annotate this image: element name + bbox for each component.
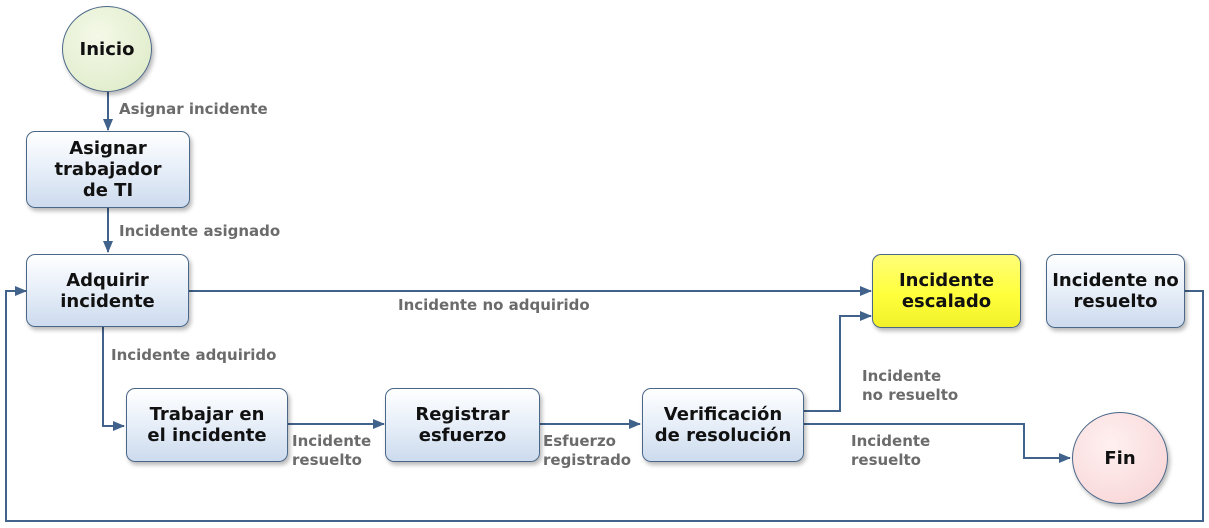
edge-label-esfuerzo-registrado: Esfuerzo registrado [543,432,632,469]
node-trabajar-incidente: Trabajar en el incidente [126,388,288,462]
node-inicio: Inicio [62,6,152,92]
edge-label-asignar-incidente: Asignar incidente [119,100,268,118]
edge-adquirir-to-trabajar [102,327,125,431]
node-fin: Fin [1072,412,1168,504]
node-verificacion-resolucion: Verificación de resolución [642,388,804,462]
node-inicio-label: Inicio [79,38,135,60]
edge-label-incidente-no-resuelto: Incidente no resuelto [862,367,959,404]
edge-label-incidente-adquirido: Incidente adquirido [111,346,277,364]
node-adquirir-incidente: Adquirir incidente [26,254,189,327]
node-trabajar-incidente-label: Trabajar en el incidente [147,404,267,446]
node-incidente-no-resuelto-label: Incidente no resuelto [1052,270,1179,312]
edge-verificacion-to-fin [804,423,1071,463]
node-verificacion-resolucion-label: Verificación de resolución [654,404,792,446]
node-asignar-trabajador: Asignar trabajador de TI [26,131,190,208]
node-incidente-no-resuelto: Incidente no resuelto [1046,254,1185,328]
node-adquirir-incidente-label: Adquirir incidente [60,269,155,312]
node-asignar-trabajador-label: Asignar trabajador de TI [54,138,162,201]
node-incidente-escalado-label: Incidente escalado [898,270,995,312]
edge-no-resuelto-loop [5,286,1204,522]
node-fin-label: Fin [1104,447,1136,469]
edge-label-incidente-resuelto-2: Incidente resuelto [851,432,931,469]
edge-label-incidente-no-adquirido: Incidente no adquirido [398,296,590,314]
node-incidente-escalado: Incidente escalado [872,254,1021,328]
node-registrar-esfuerzo-label: Registrar esfuerzo [415,404,510,446]
node-registrar-esfuerzo: Registrar esfuerzo [385,388,540,462]
edge-label-incidente-resuelto-1: Incidente resuelto [292,432,372,469]
edge-verificacion-to-escalado [804,311,872,412]
edge-label-incidente-asignado: Incidente asignado [119,222,281,240]
